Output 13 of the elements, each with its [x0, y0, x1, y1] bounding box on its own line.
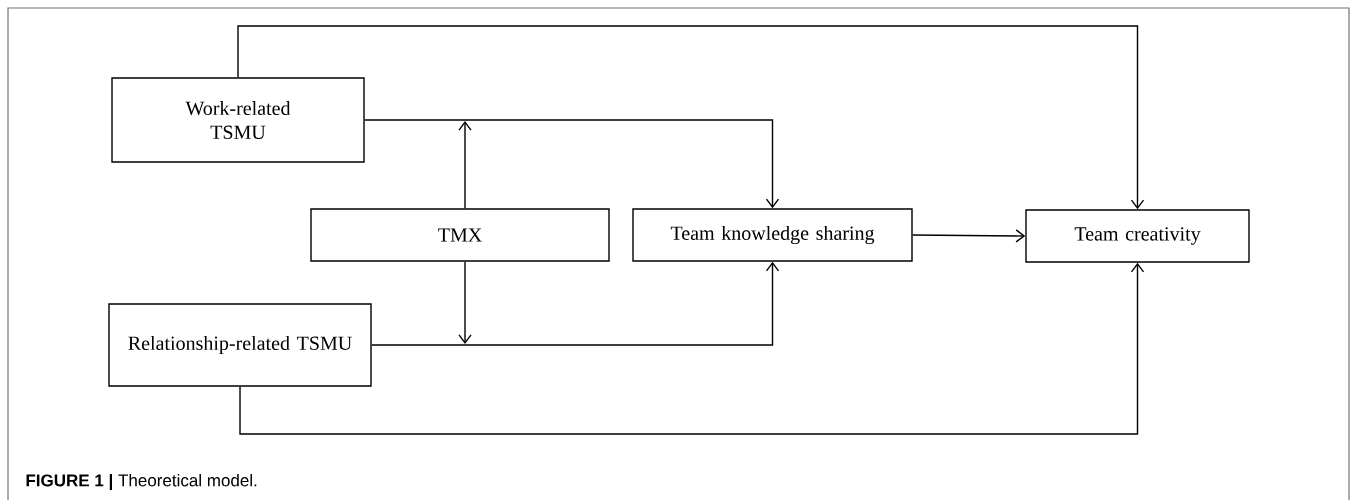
arrow [364, 119, 780, 209]
arrow [237, 25, 1145, 210]
figure-caption: FIGURE 1 | Theoretical model. [26, 473, 257, 491]
arrow [239, 262, 1145, 435]
arrow [371, 261, 780, 346]
concept-box: Team creativity [1025, 209, 1250, 263]
concept-box: Work-related TSMU [111, 77, 365, 163]
arrow [458, 121, 472, 209]
concept-box: Relationship-related TSMU [108, 303, 372, 387]
arrow [912, 229, 1026, 243]
arrow [458, 261, 472, 344]
concept-box: Team knowledge sharing [632, 208, 913, 262]
concept-box: TMX [310, 208, 610, 262]
